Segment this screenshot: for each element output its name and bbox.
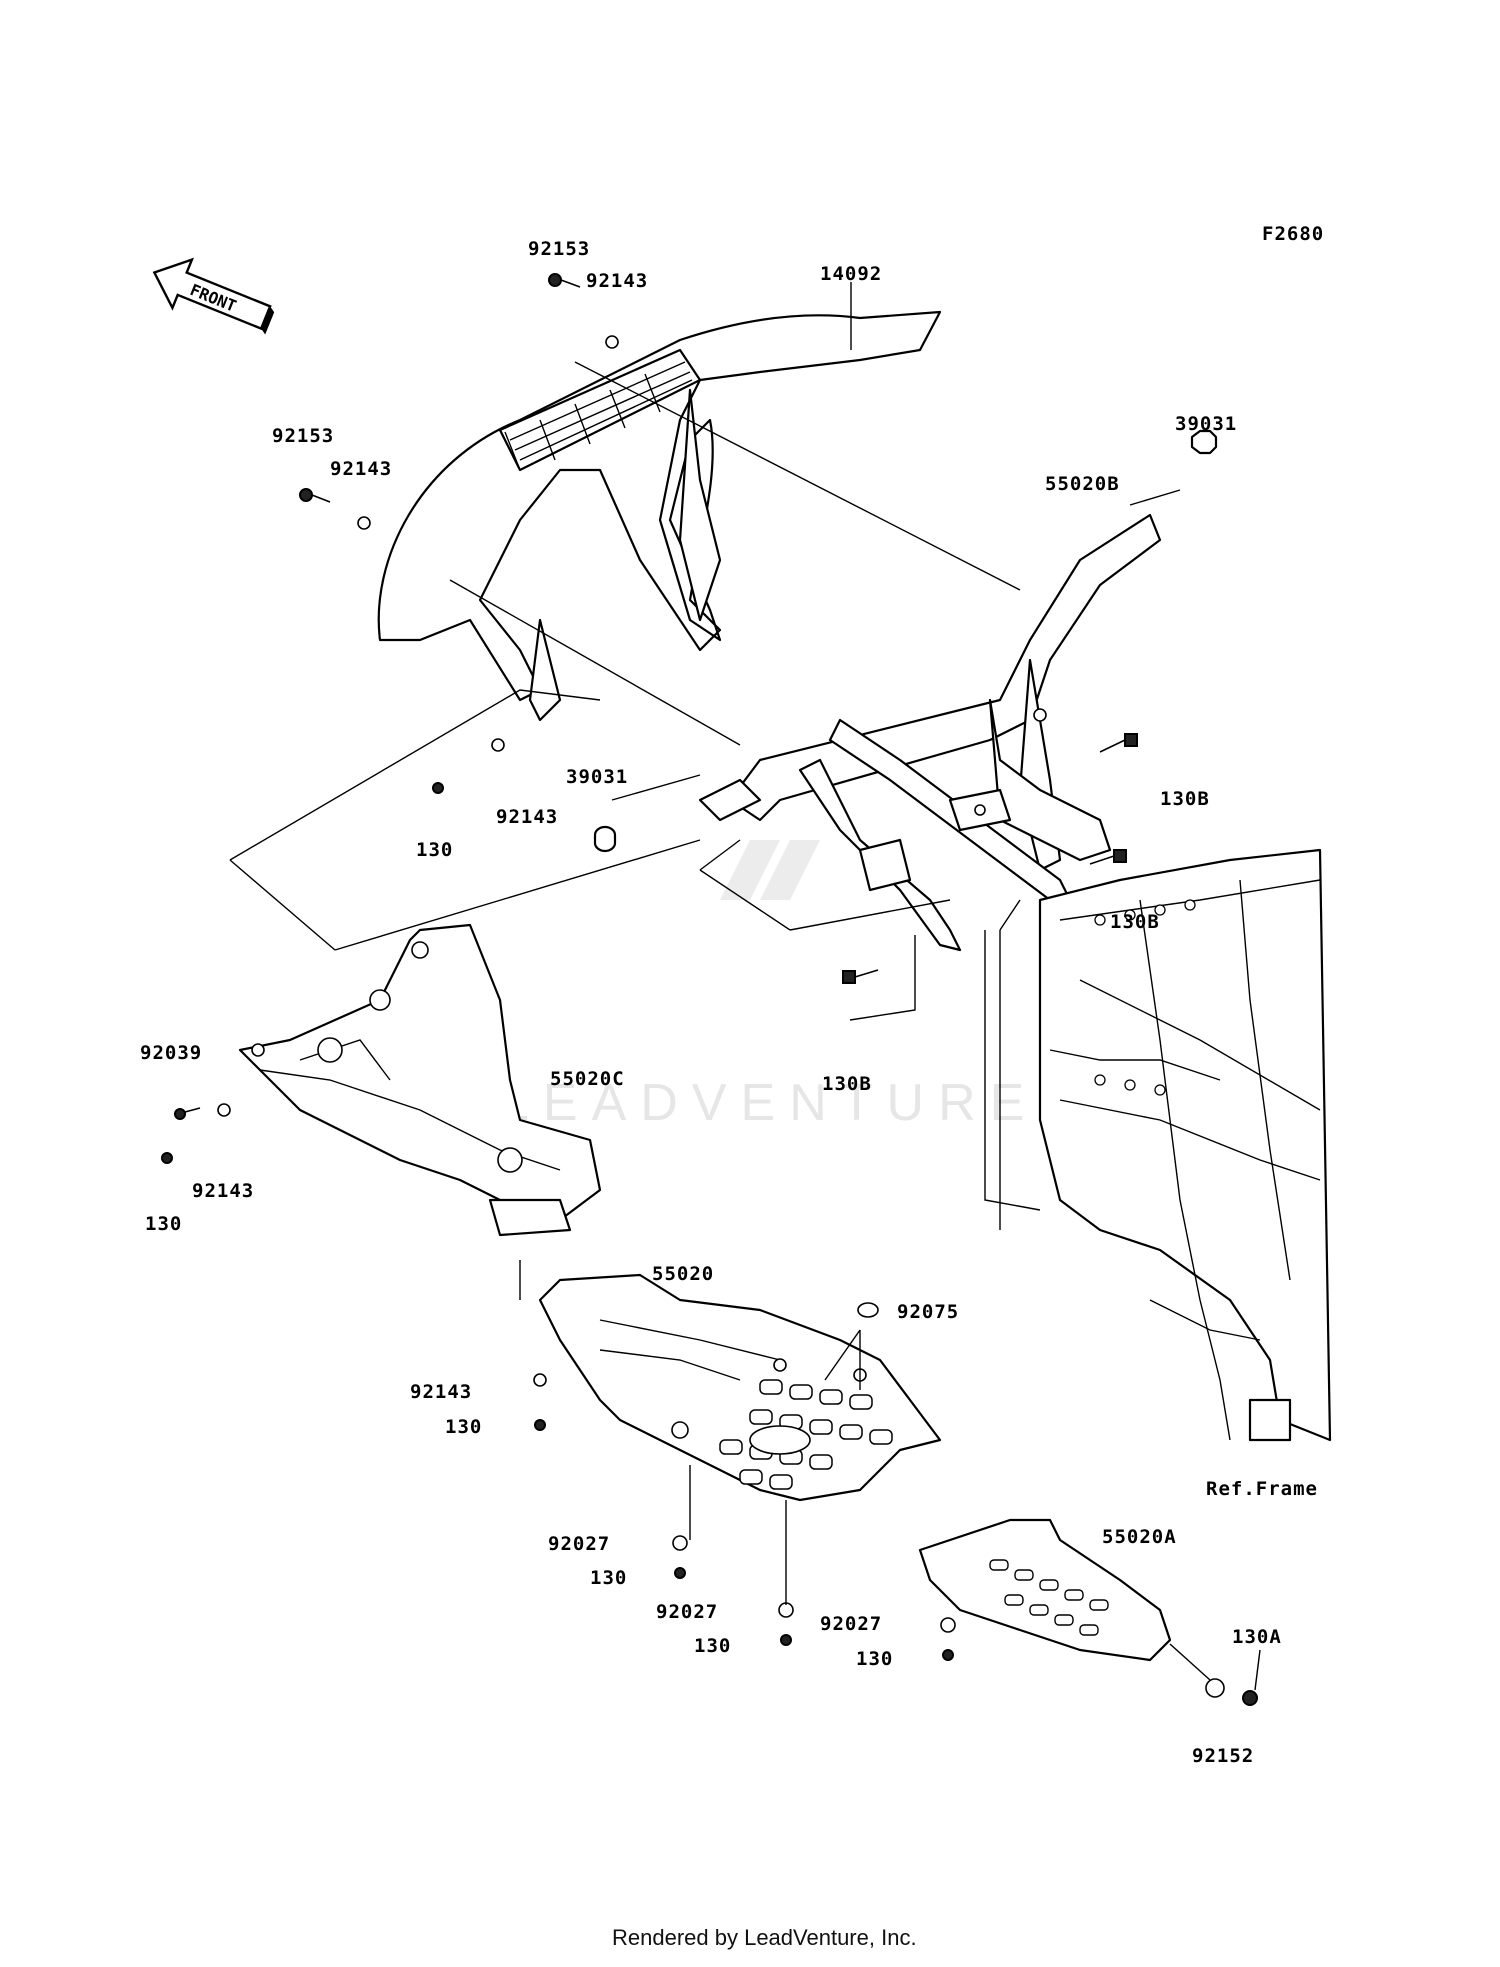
label-92027-c: 92027 [820, 1613, 882, 1635]
washer-92143-b [357, 516, 371, 530]
label-55020C: 55020C [550, 1068, 625, 1090]
label-14092: 14092 [820, 263, 882, 285]
skid-plate-55020 [538, 1273, 942, 1502]
bolt-130-f [942, 1649, 954, 1661]
leader-lines [229, 282, 1261, 1691]
cap-39031-left [593, 825, 617, 853]
label-130-b2: 130 [694, 1635, 731, 1657]
label-92027-b: 92027 [656, 1601, 718, 1623]
label-92143-mid: 92143 [496, 806, 558, 828]
washer-92143-d [217, 1103, 231, 1117]
label-130-lower: 130 [145, 1213, 182, 1235]
label-130-skid: 130 [445, 1416, 482, 1438]
label-130-mid: 130 [416, 839, 453, 861]
bolt-130-c [534, 1419, 546, 1431]
label-ref-frame: Ref.Frame [1206, 1478, 1318, 1500]
label-92143-skid: 92143 [410, 1381, 472, 1403]
label-92152: 92152 [1192, 1745, 1254, 1767]
clip-92027-c [940, 1617, 956, 1633]
bolt-130-a [432, 782, 444, 794]
bolt-130-e [780, 1634, 792, 1646]
figure-code: F2680 [1262, 223, 1324, 245]
cap-39031-right [1190, 429, 1218, 455]
bolt-130-b [161, 1152, 173, 1164]
watermark-text: LEADVENTURE [500, 1074, 1038, 1132]
bolt-130A [1242, 1690, 1258, 1706]
label-92075: 92075 [897, 1301, 959, 1323]
label-92153-left: 92153 [272, 425, 334, 447]
plug-92075 [857, 1302, 879, 1318]
label-130B-b: 130B [1110, 911, 1160, 933]
label-130B-a: 130B [1160, 788, 1210, 810]
label-92143-lower: 92143 [192, 1180, 254, 1202]
label-130-b1: 130 [590, 1567, 627, 1589]
label-39031-right: 39031 [1175, 413, 1237, 435]
label-55020: 55020 [652, 1263, 714, 1285]
front-bumper-55020B [698, 513, 1162, 952]
label-92027-a: 92027 [548, 1533, 610, 1555]
skid-plate-55020C [238, 923, 602, 1237]
label-55020A: 55020A [1102, 1526, 1177, 1548]
label-130-c: 130 [856, 1648, 893, 1670]
front-arrow-icon: FRONT [152, 257, 275, 335]
bolt-130B-b [1089, 849, 1127, 865]
clip-92027-b [778, 1602, 794, 1618]
bolt-130B-a [1099, 733, 1138, 753]
front-fender-14092 [377, 310, 942, 722]
watermark: LEADVENTURE [500, 840, 1038, 1132]
washer-92143-e [533, 1373, 547, 1387]
clip-92027-a [672, 1535, 688, 1551]
bolt-130-d [674, 1567, 686, 1579]
label-39031-left: 39031 [566, 766, 628, 788]
washer-92143-c [491, 738, 505, 752]
bolt-92153-top [548, 273, 581, 288]
label-92153-top: 92153 [528, 238, 590, 260]
reference-frame [1038, 848, 1332, 1442]
label-55020B: 55020B [1045, 473, 1120, 495]
label-92143-top: 92143 [586, 270, 648, 292]
label-130A: 130A [1232, 1626, 1282, 1648]
skid-plate-55020A [918, 1518, 1172, 1662]
label-130B-c: 130B [822, 1073, 872, 1095]
bolt-92153-left [299, 488, 331, 503]
part-labels: 92153 92143 14092 92153 92143 39031 5502… [140, 238, 1318, 1767]
label-92143-left: 92143 [330, 458, 392, 480]
footer-credit: Rendered by LeadVenture, Inc. [612, 1925, 917, 1950]
washer-92152 [1205, 1678, 1225, 1698]
bolt-130B-c [842, 969, 879, 984]
label-92039: 92039 [140, 1042, 202, 1064]
washer-92143-a [605, 335, 619, 349]
bolt-92039 [174, 1107, 201, 1120]
fasteners [161, 273, 1258, 1706]
